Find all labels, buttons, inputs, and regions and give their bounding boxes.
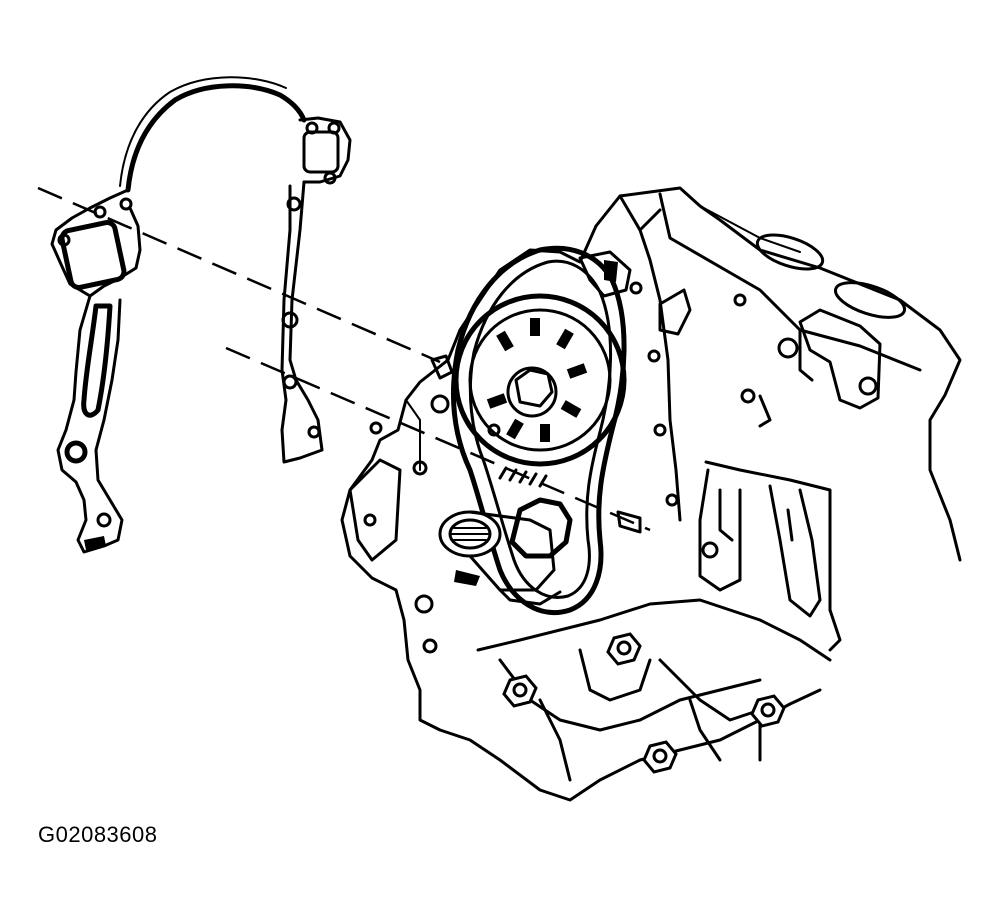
figure-id-label: G02083608 bbox=[38, 822, 158, 847]
crank-snout-splines bbox=[451, 527, 489, 541]
cam-gear-windows bbox=[486, 318, 588, 442]
bearing-bolts bbox=[502, 632, 786, 774]
timing-chain-assembly bbox=[430, 245, 642, 616]
engine-block bbox=[340, 186, 962, 802]
crank-sprocket-teeth bbox=[498, 466, 548, 488]
alignment-lines bbox=[37, 186, 651, 532]
timing-cover-gasket bbox=[50, 76, 352, 554]
